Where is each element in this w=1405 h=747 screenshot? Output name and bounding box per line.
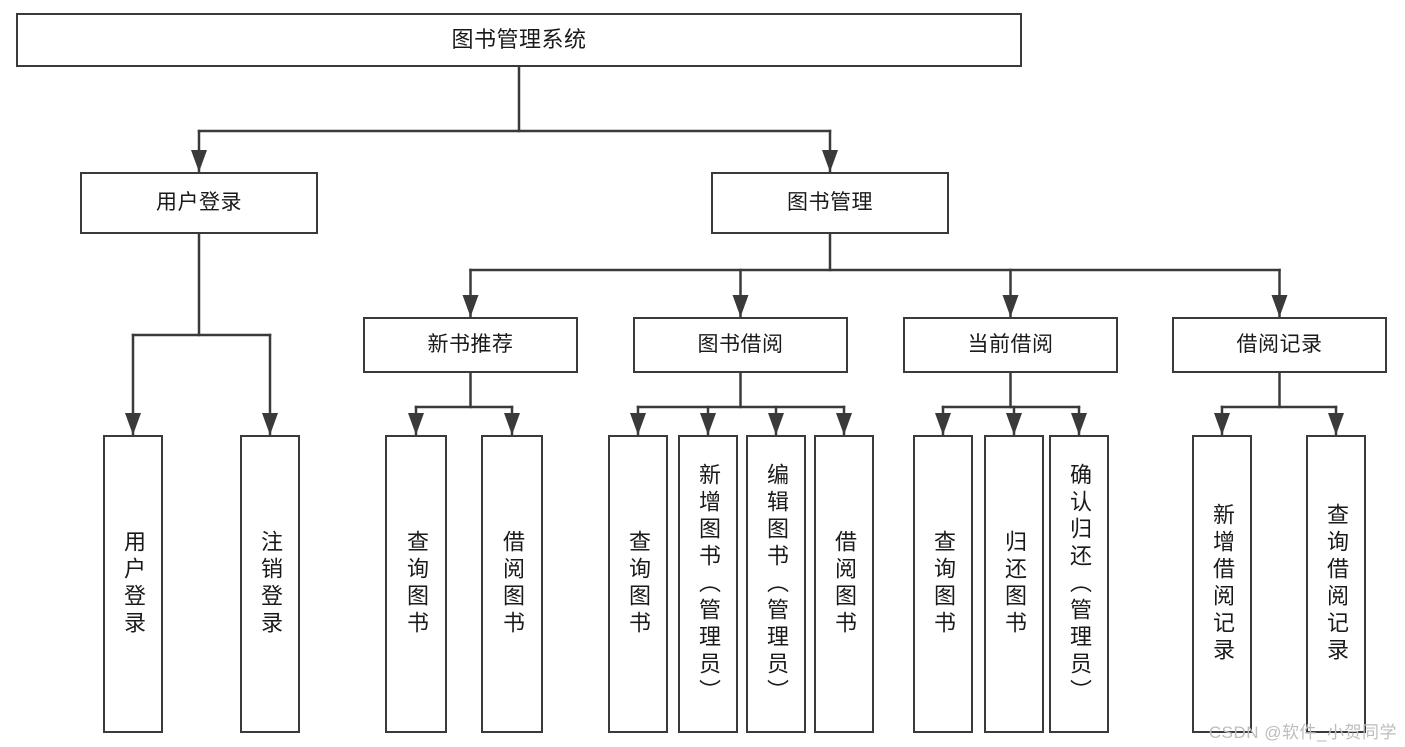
node-book_manage[interactable]: 图书管理: [711, 172, 949, 234]
node-label: 编辑图书（管理员）: [764, 462, 789, 706]
node-label: 查询借阅记录: [1324, 503, 1349, 665]
node-label: 查询图书: [404, 530, 429, 638]
node-leaf_edit_book[interactable]: 编辑图书（管理员）: [746, 435, 806, 733]
node-label: 图书管理: [787, 190, 873, 214]
connector-arrowhead: [732, 295, 749, 317]
node-leaf_add_rec[interactable]: 新增借阅记录: [1192, 435, 1252, 733]
node-leaf_borrow_2[interactable]: 借阅图书: [814, 435, 874, 733]
node-label: 用户登录: [121, 530, 146, 638]
node-label: 查询图书: [931, 530, 956, 638]
connector-arrowhead: [1214, 413, 1230, 435]
node-label: 图书管理系统: [451, 27, 587, 53]
node-label: 查询图书: [626, 530, 651, 638]
node-leaf_logout[interactable]: 注销登录: [240, 435, 300, 733]
node-label: 借阅图书: [832, 530, 857, 638]
node-leaf_q_rec[interactable]: 查询借阅记录: [1306, 435, 1366, 733]
node-label: 注销登录: [258, 530, 283, 638]
connector-arrowhead: [768, 413, 784, 435]
connector-arrowhead: [1071, 413, 1087, 435]
node-user_login[interactable]: 用户登录: [80, 172, 318, 234]
node-leaf_borrow_1[interactable]: 借阅图书: [481, 435, 543, 733]
connector-arrowhead: [822, 150, 838, 172]
connector-arrowhead: [125, 413, 141, 435]
connector-arrowhead: [836, 413, 852, 435]
node-label: 用户登录: [156, 190, 242, 214]
node-leaf_add_book[interactable]: 新增图书（管理员）: [678, 435, 738, 733]
connector-arrowhead: [1006, 413, 1022, 435]
connector-arrowhead: [630, 413, 646, 435]
node-current_borrow[interactable]: 当前借阅: [903, 317, 1118, 373]
node-label: 归还图书: [1002, 530, 1027, 638]
node-leaf_confirm[interactable]: 确认归还（管理员）: [1049, 435, 1109, 733]
node-leaf_q_book_3[interactable]: 查询图书: [913, 435, 973, 733]
node-new_book_rec[interactable]: 新书推荐: [363, 317, 578, 373]
node-label: 图书借阅: [697, 332, 784, 356]
node-label: 当前借阅: [967, 332, 1054, 356]
connector-arrowhead: [935, 413, 951, 435]
node-borrow_record[interactable]: 借阅记录: [1172, 317, 1387, 373]
watermark: CSDN @软件_小贺同学: [1208, 723, 1397, 742]
node-book_borrow[interactable]: 图书借阅: [633, 317, 848, 373]
node-leaf_q_book_1[interactable]: 查询图书: [385, 435, 447, 733]
connector-arrowhead: [1328, 413, 1344, 435]
node-leaf_return[interactable]: 归还图书: [984, 435, 1044, 733]
node-label: 借阅记录: [1236, 332, 1323, 356]
connector-arrowhead: [504, 413, 520, 435]
node-leaf_q_book_2[interactable]: 查询图书: [608, 435, 668, 733]
node-label: 确认归还（管理员）: [1067, 462, 1092, 706]
connector-arrowhead: [462, 295, 479, 317]
node-label: 新增图书（管理员）: [696, 462, 721, 706]
node-label: 新书推荐: [427, 332, 514, 356]
node-root[interactable]: 图书管理系统: [16, 13, 1022, 67]
connector-arrowhead: [700, 413, 716, 435]
connector-arrowhead: [1271, 295, 1288, 317]
node-label: 新增借阅记录: [1210, 503, 1235, 665]
connector-arrowhead: [191, 150, 207, 172]
node-leaf_user_login[interactable]: 用户登录: [103, 435, 163, 733]
connector-arrowhead: [1002, 295, 1019, 317]
connector-arrowhead: [262, 413, 278, 435]
node-label: 借阅图书: [500, 530, 525, 638]
connector-arrowhead: [408, 413, 424, 435]
